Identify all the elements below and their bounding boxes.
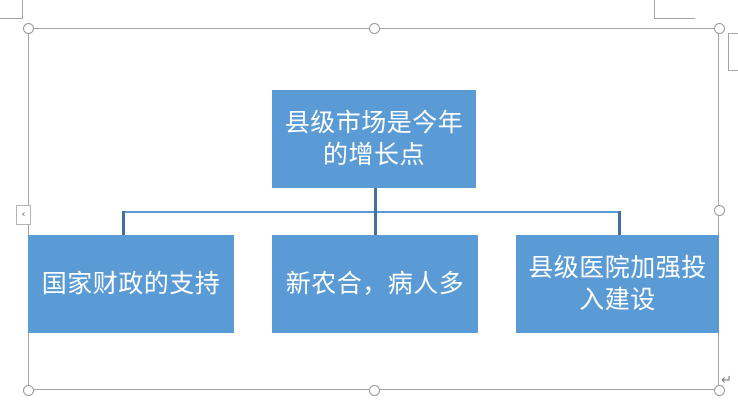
resize-handle-top-left[interactable] bbox=[23, 23, 34, 34]
smartart-node-child-2[interactable]: 新农合，病人多 bbox=[272, 235, 478, 333]
chevron-left-icon[interactable]: ‹ bbox=[16, 205, 31, 225]
resize-handle-top-right[interactable] bbox=[714, 23, 725, 34]
smartart-selection-frame[interactable]: ‹ bbox=[16, 23, 725, 396]
smartart-node-root-label: 县级市场是今年的增长点 bbox=[284, 108, 464, 169]
smartart-node-root[interactable]: 县级市场是今年的增长点 bbox=[272, 90, 476, 188]
smartart-node-child-2-label: 新农合，病人多 bbox=[285, 269, 465, 298]
resize-handle-bottom-right[interactable] bbox=[714, 385, 725, 396]
connector-drop-child-1 bbox=[122, 211, 125, 237]
resize-handle-middle-right[interactable] bbox=[714, 205, 725, 216]
resize-handle-bottom-center[interactable] bbox=[369, 385, 380, 396]
connector-drop-child-3 bbox=[618, 211, 621, 237]
resize-handle-top-center[interactable] bbox=[369, 23, 380, 34]
page-margin-mark-top-left bbox=[0, 0, 23, 19]
connector-drop-child-2 bbox=[374, 211, 377, 237]
smartart-node-child-1-label: 国家财政的支持 bbox=[41, 269, 221, 298]
page-margin-mark-right bbox=[728, 33, 738, 71]
smartart-node-child-1[interactable]: 国家财政的支持 bbox=[28, 235, 234, 333]
page-margin-mark-top-right bbox=[654, 0, 695, 19]
smartart-node-child-3-label: 县级医院加强投入建设 bbox=[528, 253, 707, 314]
smartart-node-child-3[interactable]: 县级医院加强投入建设 bbox=[516, 235, 719, 333]
resize-handle-bottom-left[interactable] bbox=[23, 385, 34, 396]
connector-horizontal-bus bbox=[123, 211, 620, 213]
paragraph-mark: ↵ bbox=[721, 373, 732, 388]
